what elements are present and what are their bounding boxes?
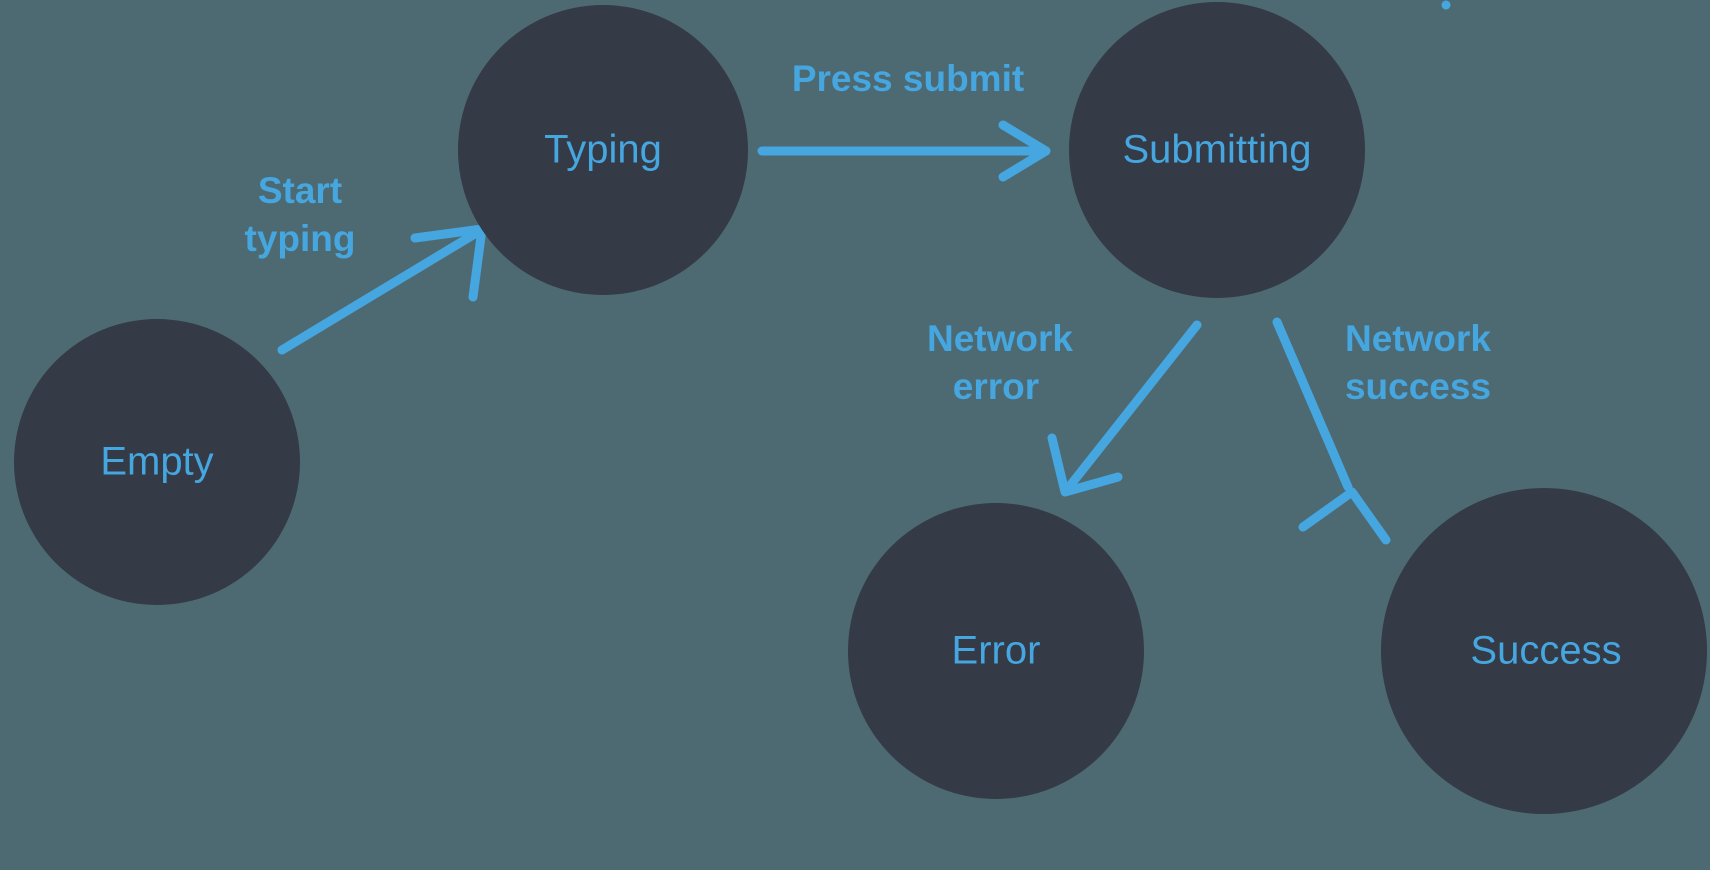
state-circle-success[interactable] (1381, 488, 1707, 814)
edge-line-start-typing (277, 227, 483, 355)
edge-line-network-success (1272, 317, 1353, 492)
edge-label-network-error-line2: error (953, 366, 1039, 407)
state-label-submitting: Submitting (1123, 128, 1312, 172)
edge-label-press-submit: Press submit (792, 58, 1024, 99)
node-typing[interactable]: Typing (458, 5, 748, 295)
state-label-success: Success (1470, 629, 1621, 673)
arrowhead-network-error (1047, 433, 1123, 497)
state-circle-submitting[interactable] (1069, 2, 1365, 298)
edge-label-start-typing-line2: typing (245, 218, 356, 259)
node-submitting[interactable]: Submitting (1069, 2, 1365, 298)
state-label-error: Error (952, 629, 1041, 673)
node-error[interactable]: Error (848, 503, 1144, 799)
edge-line-network-error (1064, 320, 1202, 492)
edge-label-press-submit-line1: Press submit (792, 58, 1024, 99)
arrowhead-press-submit (998, 120, 1051, 182)
edge-label-start-typing-line1: Start (258, 170, 342, 211)
state-circle-typing[interactable] (458, 5, 748, 295)
edge-typing-to-submitting (757, 120, 1051, 182)
state-label-typing: Typing (544, 128, 662, 172)
edge-submitting-to-error (1047, 320, 1202, 497)
edge-label-network-error-line1: Network (927, 318, 1073, 359)
node-empty[interactable]: Empty (14, 319, 300, 605)
edge-label-network-success: Network success (1345, 318, 1491, 407)
edge-label-network-success-line2: success (1345, 366, 1491, 407)
node-success[interactable]: Success (1381, 488, 1707, 814)
arrowhead-network-success-chevron (1298, 487, 1391, 545)
state-label-empty: Empty (100, 440, 213, 484)
state-circle-empty[interactable] (14, 319, 300, 605)
edge-submitting-to-success (1272, 0, 1451, 545)
edge-label-network-error: Network error (927, 318, 1073, 407)
edge-label-start-typing: Start typing (245, 170, 356, 259)
edge-label-network-success-line1: Network (1345, 318, 1491, 359)
state-circle-error[interactable] (848, 503, 1144, 799)
